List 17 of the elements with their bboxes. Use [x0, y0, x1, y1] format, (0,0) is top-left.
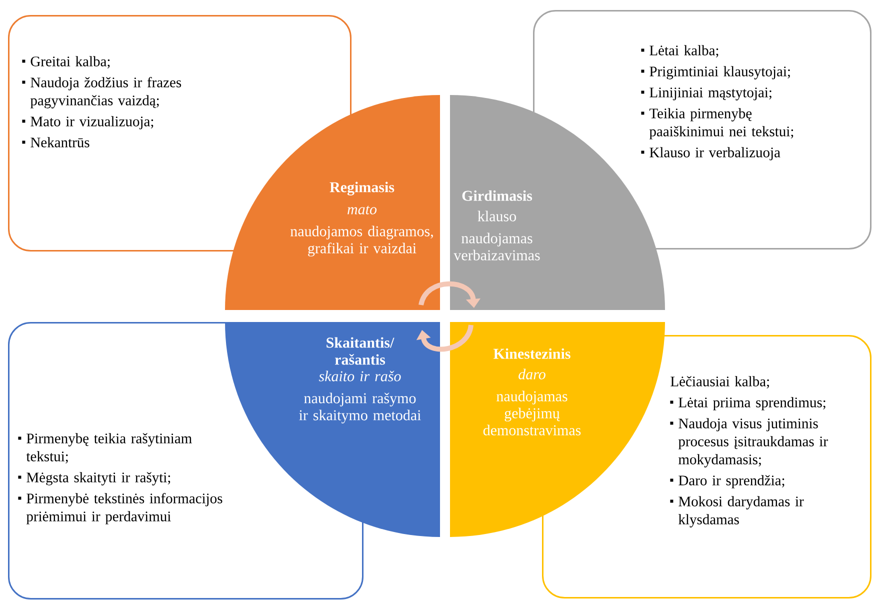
list-item: Greitai kalba; — [22, 56, 110, 68]
list-item: Naudoja visus jutiminis procesus įsitraukdamas ir mokydamasis; — [670, 418, 828, 468]
list-item: Nekantrūs — [22, 137, 90, 148]
list-item: Mato ir vizualizuoja; — [22, 116, 154, 130]
list-item: Mokosi darydamas ir klysdamas — [670, 496, 804, 528]
quarter-circle-sector: Skaitantis/ rašantis skaito ir rašo naudojami rašymo ir skaitymo metodai — [225, 322, 440, 537]
list-item: Daro ir sprendžia; — [670, 475, 784, 488]
list-item: Lėtai priima sprendimus; — [670, 397, 826, 410]
list-item: Lėtai kalba; — [641, 45, 718, 58]
list-item: Naudoja žodžius ir frazes pagyvinančias vaizdą; — [22, 76, 182, 108]
quarter-circle-sector: Kinestezinis daro naudojamas gebėjimų demonstravimas — [450, 322, 665, 537]
quarter-circle-sector: Regimasis mato naudojamos diagramos, grafikai ir vaizdai — [225, 95, 440, 310]
list-item: Lėčiausiai kalba; — [670, 376, 769, 388]
list-item: Mėgsta skaityti ir rašyti; — [18, 472, 170, 486]
list-item: Prigimtiniai klausytojai; — [641, 66, 790, 80]
list-item: Pirmenybė tekstinės informacijos priėmimui ir perdavimui — [18, 493, 222, 524]
list-item: Pirmenybę teikia rašytiniam tekstui; — [18, 433, 192, 464]
